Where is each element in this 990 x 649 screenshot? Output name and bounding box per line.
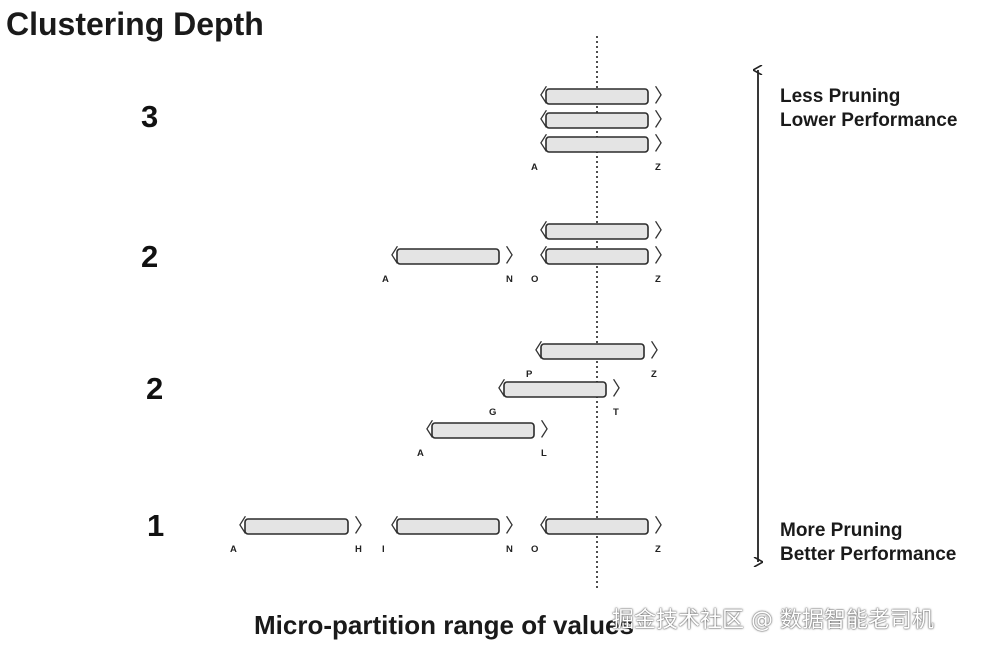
left-angle-bracket: 〈 <box>380 515 399 537</box>
left-angle-bracket: 〈 <box>228 515 247 537</box>
depth-label-1: 1 <box>147 508 165 543</box>
micro-partition: 〈〉 <box>529 220 673 242</box>
micro-partition: 〈 〉 I N <box>380 515 524 555</box>
micro-partition: 〈 〉 O Z <box>529 515 673 555</box>
right-angle-bracket: 〉 <box>650 340 669 362</box>
left-angle-bracket: 〈 <box>529 245 548 267</box>
left-angle-bracket: 〈 <box>524 340 543 362</box>
left-angle-bracket: 〈 <box>529 133 548 155</box>
partition-bar <box>431 422 535 439</box>
range-end-label: Z <box>655 274 661 285</box>
right-angle-bracket: 〉 <box>354 515 373 537</box>
right-angle-bracket: 〉 <box>654 245 673 267</box>
micro-partition: 〈 〉 A N <box>380 245 524 285</box>
partition-bar <box>545 136 649 153</box>
range-start-label: A <box>417 448 424 459</box>
micro-partition: 〈 〉 A Z <box>529 133 673 173</box>
right-angle-bracket: 〉 <box>654 220 673 242</box>
right-angle-bracket: 〉 <box>654 515 673 537</box>
diagram-title: Clustering Depth <box>6 6 264 42</box>
top-note: Less Pruning Lower Performance <box>780 85 957 133</box>
range-end-label: Z <box>651 369 657 380</box>
right-angle-bracket: 〉 <box>505 515 524 537</box>
depth-label-2-upper: 2 <box>141 239 159 274</box>
depth-label-2-lower: 2 <box>146 371 164 406</box>
range-end-label: T <box>613 407 619 418</box>
range-start-label: O <box>531 544 538 555</box>
left-angle-bracket: 〈 <box>529 515 548 537</box>
right-angle-bracket: 〉 <box>540 419 559 441</box>
left-angle-bracket: 〈 <box>487 378 506 400</box>
range-end-label: N <box>506 274 513 285</box>
partition-bar <box>396 518 500 535</box>
left-angle-bracket: 〈 <box>415 419 434 441</box>
partition-bar <box>545 112 649 129</box>
range-start-label: P <box>526 369 533 380</box>
x-axis-label: Micro-partition range of values <box>254 610 634 640</box>
right-angle-bracket: 〉 <box>654 133 673 155</box>
watermark: 掘金技术社区 @ 数据智能老司机 <box>612 608 934 633</box>
top-note-line-2: Lower Performance <box>780 110 958 131</box>
micro-partition: 〈〉 <box>529 109 673 131</box>
range-start-label: A <box>382 274 389 285</box>
range-end-label: Z <box>655 544 661 555</box>
range-start-label: A <box>230 544 237 555</box>
top-note-line-1: Less Pruning <box>780 86 901 107</box>
range-start-label: I <box>382 544 385 555</box>
partition-bar <box>396 248 500 265</box>
right-angle-bracket: 〉 <box>654 109 673 131</box>
range-start-label: G <box>489 407 496 418</box>
range-start-label: A <box>531 162 538 173</box>
micro-partition: 〈 〉 P Z <box>524 340 669 380</box>
left-angle-bracket: 〈 <box>529 220 548 242</box>
micro-partition: 〈〉 <box>529 85 673 107</box>
range-end-label: H <box>355 544 362 555</box>
left-angle-bracket: 〈 <box>380 245 399 267</box>
bottom-note-line-2: Better Performance <box>780 544 957 565</box>
partition-bar <box>545 223 649 240</box>
partition-bar <box>545 518 649 535</box>
micro-partition: 〈 〉 A L <box>415 419 559 459</box>
partition-bar <box>244 518 349 535</box>
bottom-note-line-1: More Pruning <box>780 520 903 541</box>
range-end-label: Z <box>655 162 661 173</box>
partition-bar <box>545 88 649 105</box>
micro-partition: 〈 〉 A H <box>228 515 373 555</box>
range-end-label: L <box>541 448 547 459</box>
bottom-note: More Pruning Better Performance <box>780 519 956 567</box>
right-angle-bracket: 〉 <box>654 85 673 107</box>
depth-label-3: 3 <box>141 99 159 134</box>
left-angle-bracket: 〈 <box>529 85 548 107</box>
partition-bar <box>545 248 649 265</box>
micro-partition: 〈 〉 G T <box>487 378 631 418</box>
range-start-label: O <box>531 274 538 285</box>
micro-partition: 〈 〉 O Z <box>529 245 673 285</box>
left-angle-bracket: 〈 <box>529 109 548 131</box>
right-angle-bracket: 〉 <box>505 245 524 267</box>
range-end-label: N <box>506 544 513 555</box>
partition-bar <box>540 343 645 360</box>
partition-bar <box>503 381 607 398</box>
right-angle-bracket: 〉 <box>612 378 631 400</box>
